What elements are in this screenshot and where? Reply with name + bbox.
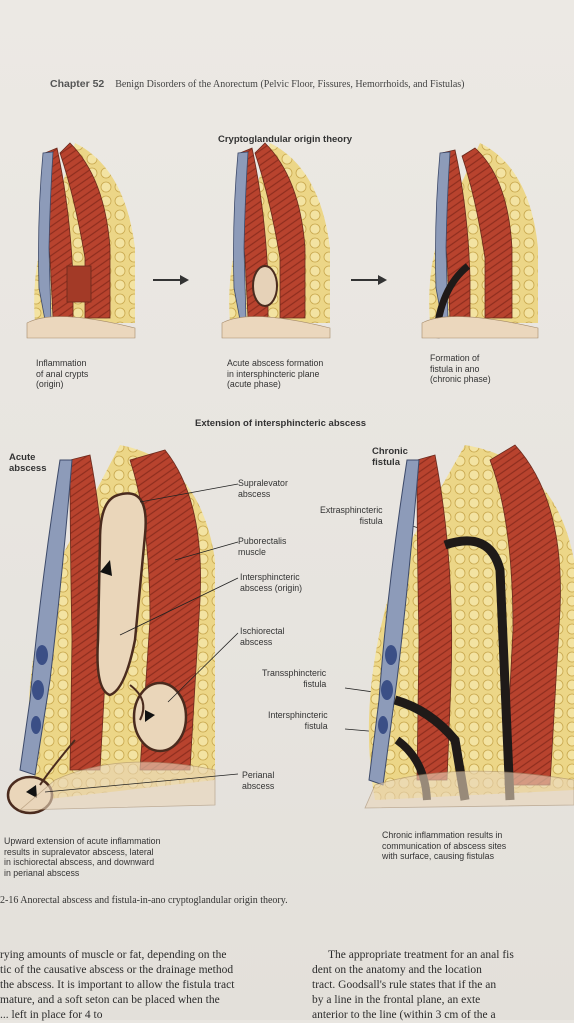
acute-abscess-heading: Acute abscess xyxy=(9,452,47,474)
chronic-fistula-caption: Chronic inflammation results in communic… xyxy=(382,830,507,861)
caption-inflammation: Inflammation of anal crypts (origin) xyxy=(36,358,89,389)
label-intersphincteric-fistula: Intersphincteric fistula xyxy=(268,710,328,731)
body-text-left: rying amounts of muscle or fat, dependin… xyxy=(0,949,235,1021)
top-section-title: Cryptoglandular origin theory xyxy=(218,134,353,145)
body-text-right: The appropriate treatment for an anal fi… xyxy=(312,949,514,1021)
caption-acute-abscess: Acute abscess formation in intersphincte… xyxy=(227,358,324,389)
panel-inflammation xyxy=(26,142,136,339)
caption-chronic-fistula: Formation of fistula in ano (chronic pha… xyxy=(430,353,491,384)
label-transsphincteric: Transsphincteric fistula xyxy=(262,668,327,689)
label-ischiorectal: Ischiorectal abscess xyxy=(240,626,285,647)
chronic-fistula-illustration xyxy=(364,444,574,809)
arrow-1 xyxy=(153,275,189,285)
running-header: Chapter 52 Benign Disorders of the Anore… xyxy=(50,78,465,90)
chapter-number: Chapter 52 xyxy=(50,78,105,90)
chronic-fistula-heading: Chronic fistula xyxy=(372,446,408,468)
label-puborectalis: Puborectalis muscle xyxy=(238,536,287,557)
label-intersphincteric-origin: Intersphincteric abscess (origin) xyxy=(240,572,303,593)
panel-acute-abscess xyxy=(221,142,331,339)
acute-abscess-illustration xyxy=(6,445,216,815)
label-extrasphincteric: Extrasphincteric fistula xyxy=(320,505,383,526)
top-illustration-row xyxy=(26,142,539,339)
bottom-section-title: Extension of intersphincteric abscess xyxy=(195,418,367,429)
acute-abscess-caption: Upward extension of acute inflammation r… xyxy=(4,836,161,878)
label-supralevator: Supralevator abscess xyxy=(238,478,288,499)
label-perianal: Perianal abscess xyxy=(242,770,275,791)
panel-chronic-fistula xyxy=(421,143,539,339)
chapter-title: Benign Disorders of the Anorectum (Pelvi… xyxy=(115,79,465,90)
arrow-2 xyxy=(351,275,387,285)
figure-caption: 2-16 Anorectal abscess and fistula-in-an… xyxy=(0,895,288,906)
